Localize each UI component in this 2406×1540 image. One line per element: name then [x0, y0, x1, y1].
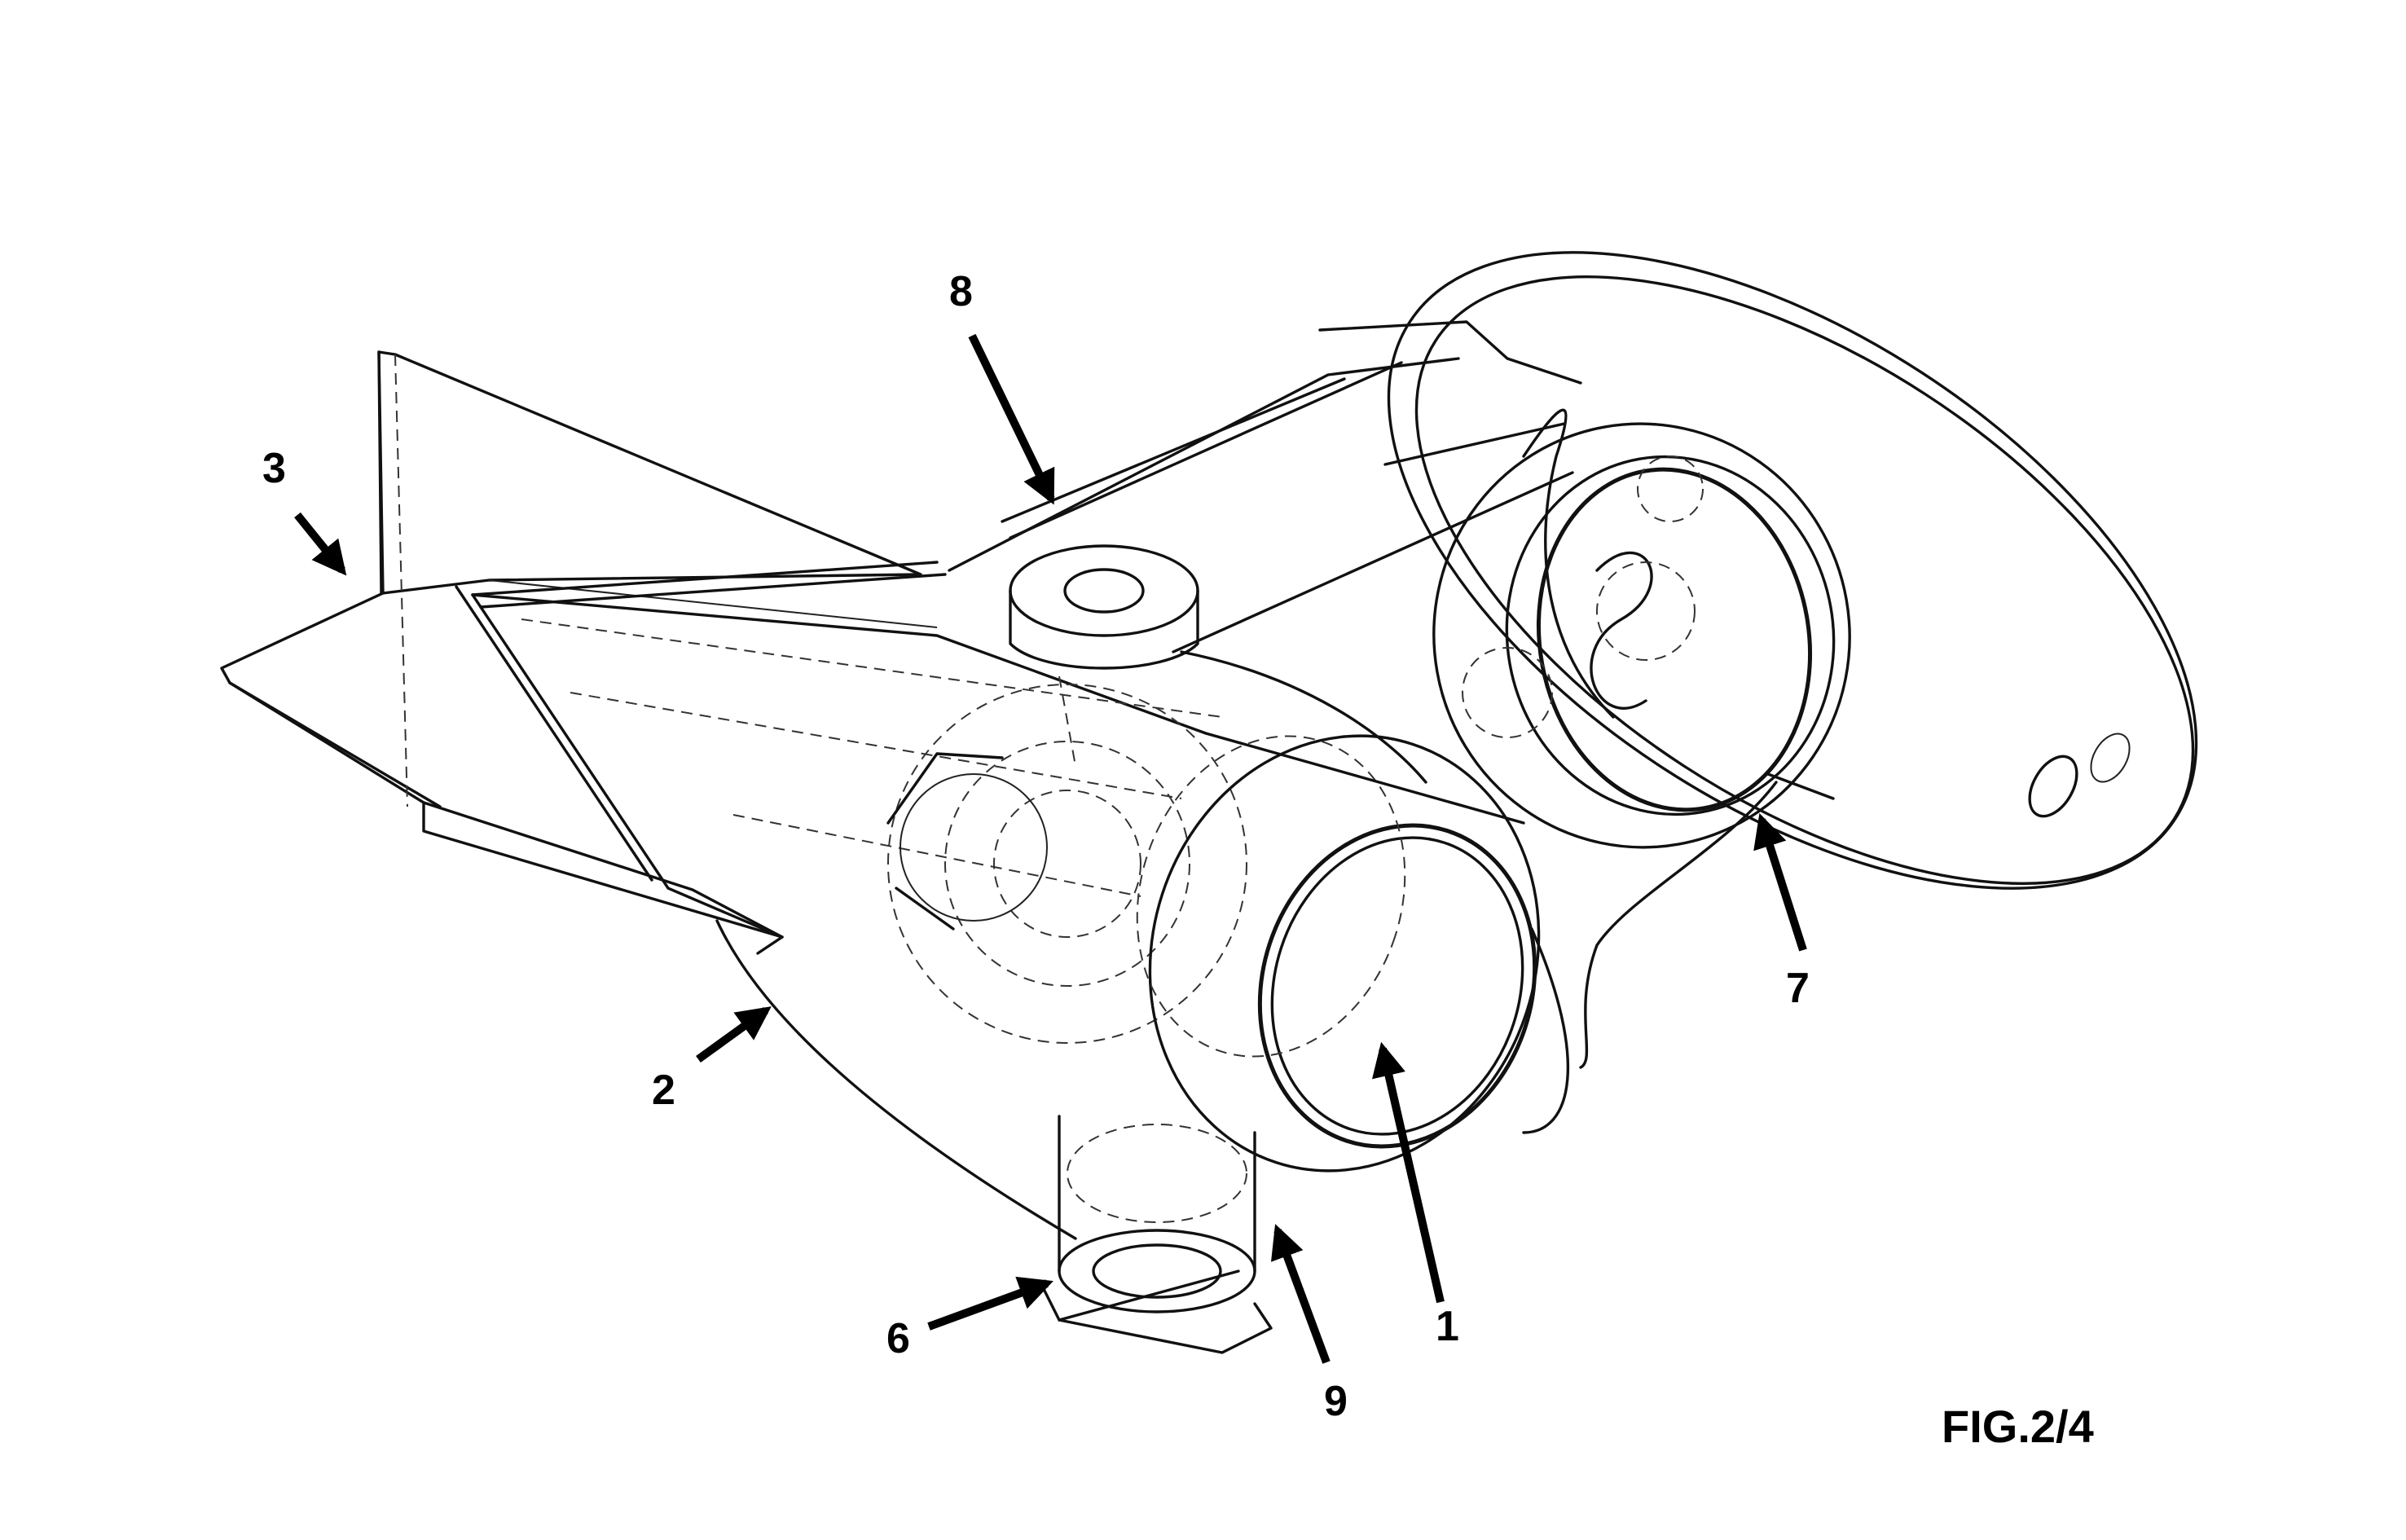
reference-numerals: 3 8 2 6 9 1 7 FIG.2/4 [262, 268, 2094, 1452]
leader-arrows [294, 333, 1807, 1364]
main-body [471, 357, 1566, 1240]
arrow-1 [1372, 1041, 1445, 1304]
ref-label-9: 9 [1324, 1378, 1348, 1425]
arrow-9 [1270, 1224, 1331, 1364]
ref-label-3: 3 [262, 445, 286, 492]
ref-label-8: 8 [949, 268, 973, 315]
tail-fin [220, 350, 947, 955]
outlet-ring [1136, 732, 1569, 1173]
lower-tube [1041, 1115, 1273, 1354]
ref-label-6: 6 [886, 1315, 910, 1362]
top-duct [1009, 361, 1574, 767]
ref-label-7: 7 [1786, 965, 1810, 1012]
ref-label-1: 1 [1436, 1303, 1459, 1350]
rear-housing [1318, 320, 1851, 1069]
arrow-6 [927, 1276, 1053, 1331]
rear-disc [1387, 251, 2198, 890]
arrow-3 [294, 512, 347, 576]
arrow-8 [968, 333, 1055, 505]
device-drawing [220, 251, 2198, 1354]
ref-label-2: 2 [652, 1067, 675, 1114]
impeller-housing [886, 684, 1247, 1044]
arrow-7 [1753, 812, 1807, 952]
arrow-2 [696, 1006, 772, 1063]
figure-caption: FIG.2/4 [1942, 1401, 2094, 1452]
